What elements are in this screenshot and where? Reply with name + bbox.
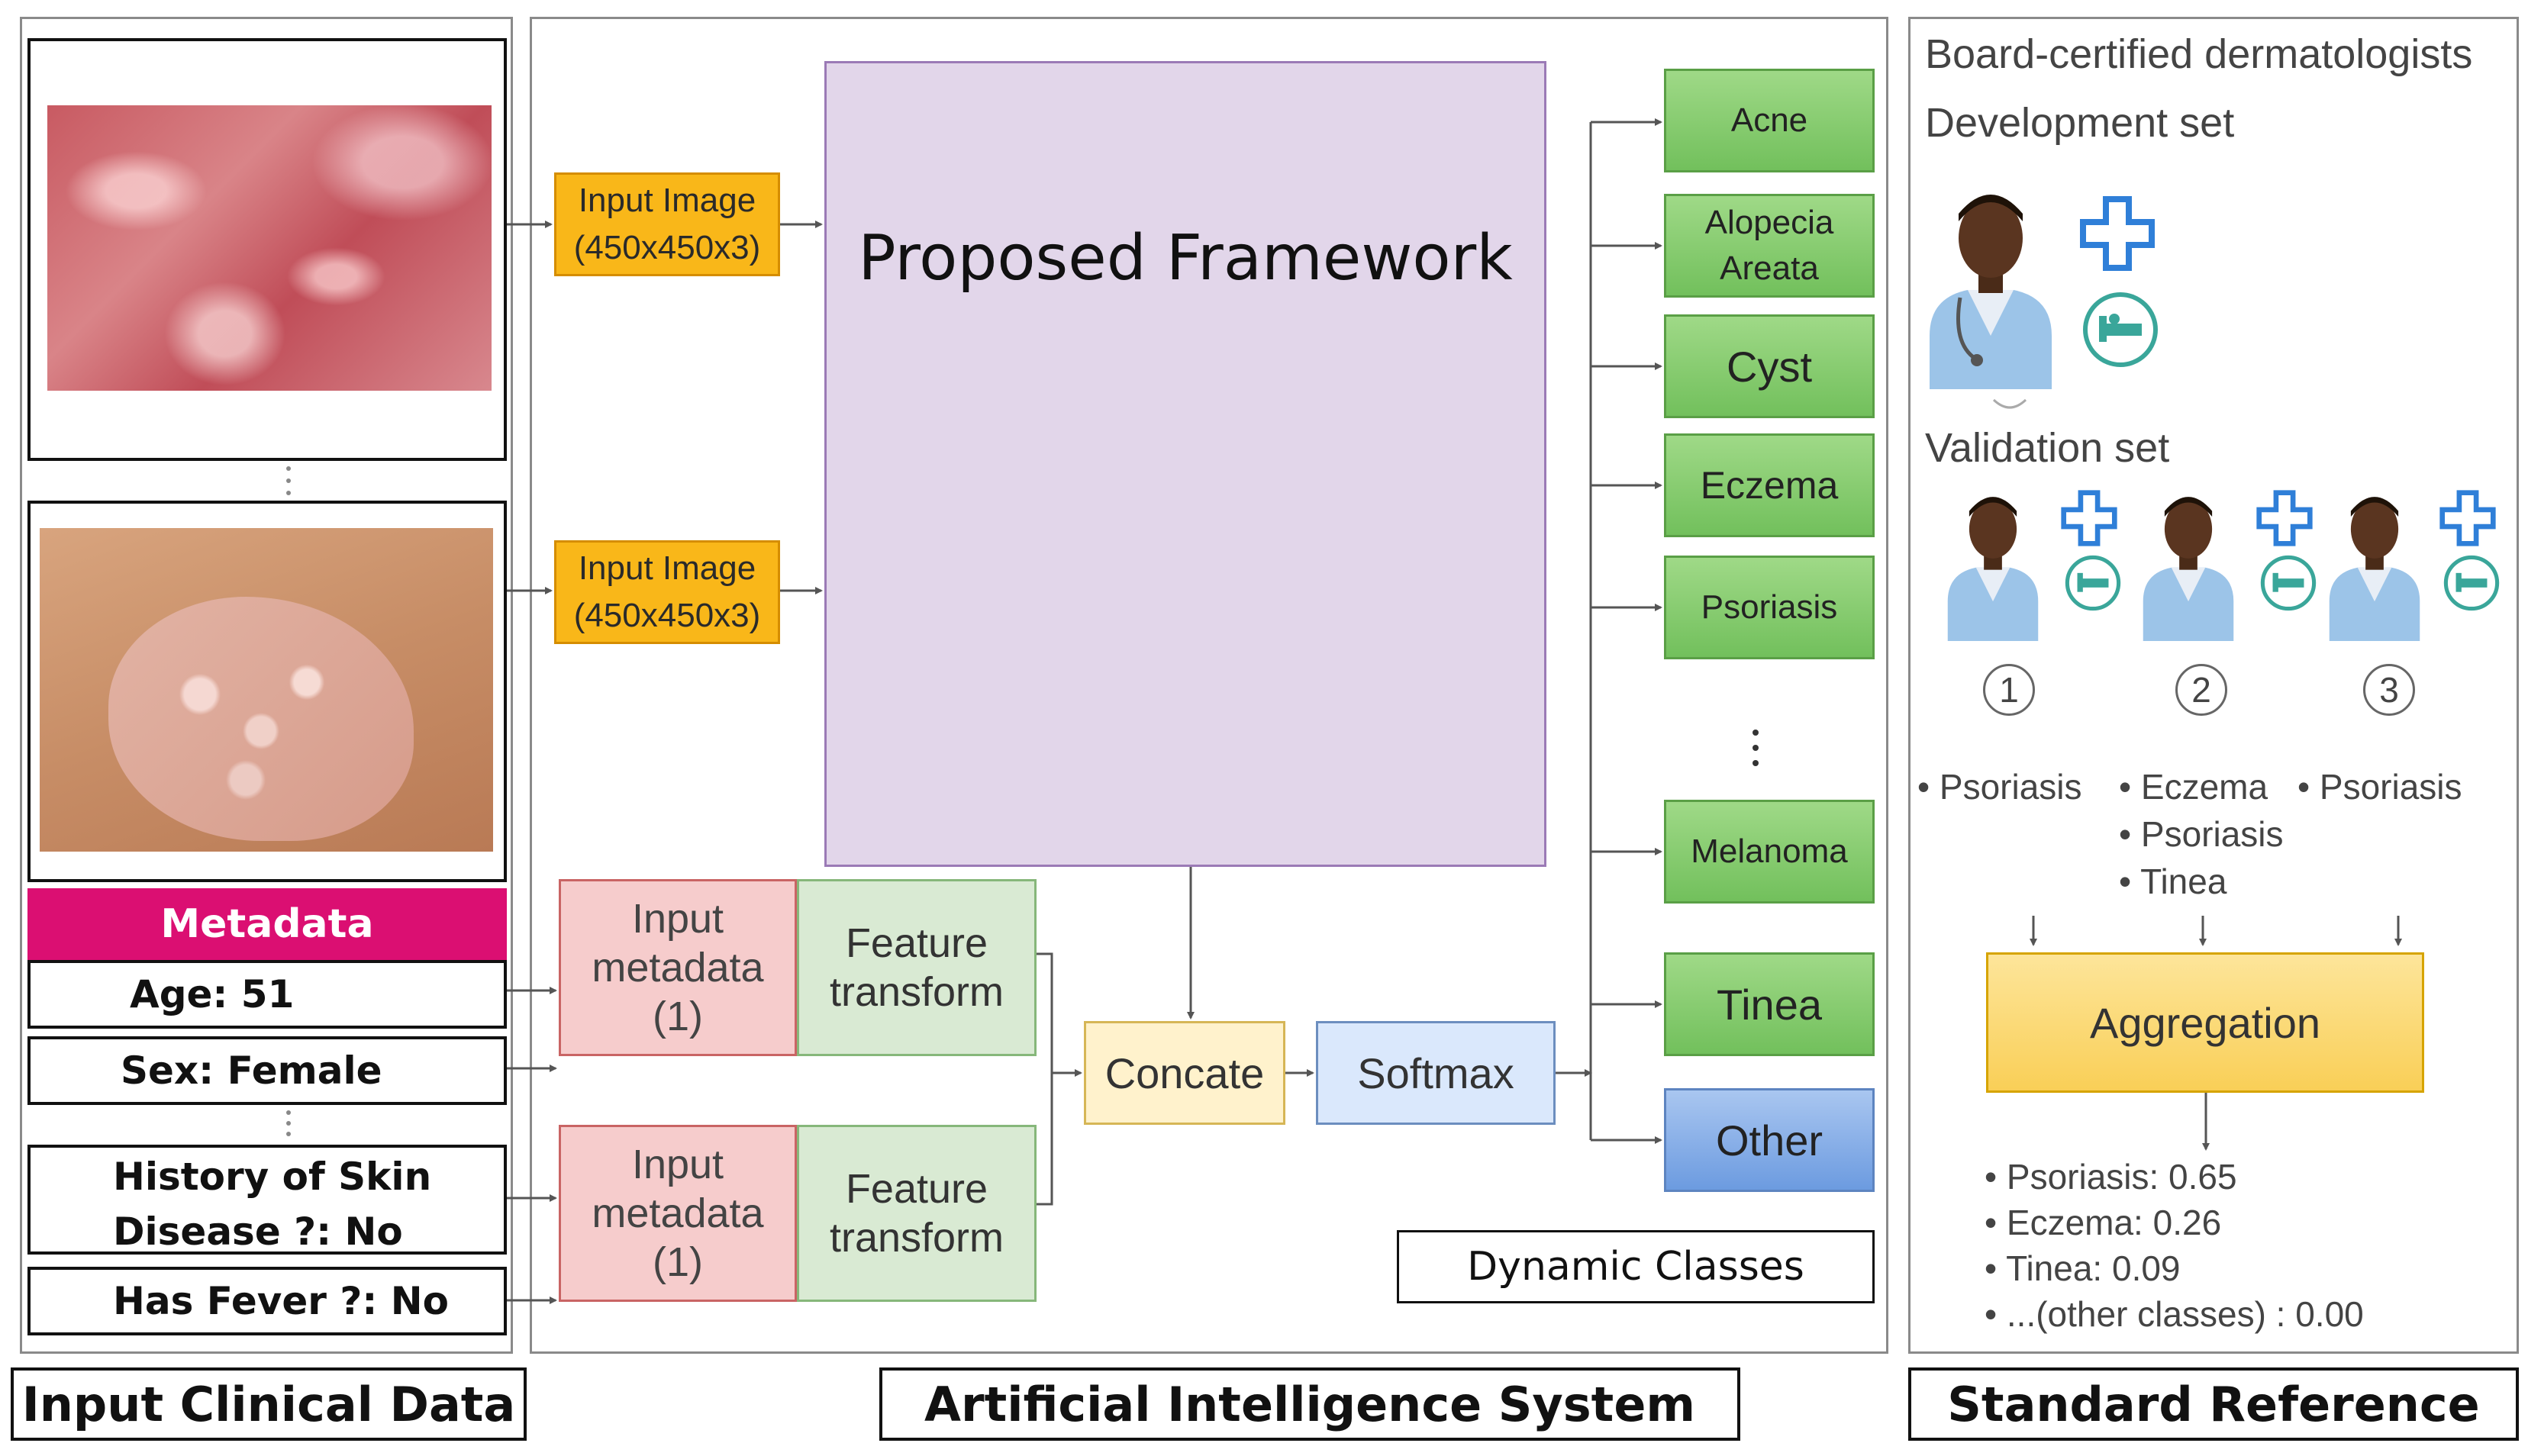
development-set-label: Development set: [1925, 100, 2235, 146]
input-metadata-box-1: Input metadata (1): [559, 879, 797, 1056]
class-box-other: Other: [1664, 1088, 1875, 1192]
class-box-eczema: Eczema: [1664, 433, 1875, 537]
fever-field: Has Fever ?: No: [27, 1267, 507, 1335]
hospital-bed-icon: [2260, 555, 2317, 611]
vertical-ellipsis-icon: [1753, 730, 1759, 766]
class-box-tinea: Tinea: [1664, 952, 1875, 1056]
class-box-cyst: Cyst: [1664, 314, 1875, 418]
section-label-input: Input Clinical Data: [11, 1367, 527, 1441]
validation-set-label: Validation set: [1925, 425, 2170, 471]
doctor-icon: [2143, 497, 2234, 641]
skin-lesion-image-2: [40, 528, 493, 852]
metadata-header: Metadata: [27, 888, 507, 960]
class-box-acne: Acne: [1664, 69, 1875, 172]
proposed-framework-box: Proposed Framework: [824, 61, 1546, 867]
class-box-alopecia-areata: Alopecia Areata: [1664, 194, 1875, 298]
history-line-1: History of Skin: [113, 1155, 432, 1199]
reference-title: Board-certified dermatologists: [1925, 31, 2473, 77]
hospital-bed-icon: [2443, 555, 2500, 611]
dermatologist-2-labels: • Eczema • Psoriasis • Tinea: [2119, 763, 2284, 905]
doctor-icon: [1947, 497, 2039, 641]
input-image-label: Input Image: [578, 549, 756, 587]
doctor-icon: [2329, 497, 2420, 641]
proposed-framework-title: Proposed Framework: [858, 221, 1513, 295]
vertical-ellipsis-icon: [286, 466, 291, 495]
label-item: • Psoriasis: [2297, 767, 2462, 807]
section-label-ai: Artificial Intelligence System: [879, 1367, 1740, 1441]
medical-cross-icon: [2061, 490, 2117, 546]
dermatologist-number-3: 3: [2363, 664, 2415, 716]
vertical-ellipsis-icon: [286, 1110, 291, 1136]
dermatologist-1-labels: • Psoriasis: [1917, 763, 2082, 810]
input-metadata-line-2: metadata: [592, 1190, 764, 1236]
alopecia-line-1: Alopecia: [1704, 204, 1834, 241]
dermatologist-number-2: 2: [2175, 664, 2227, 716]
input-metadata-line-3: (1): [653, 994, 703, 1039]
label-item: • Eczema: [2119, 767, 2268, 807]
class-box-psoriasis: Psoriasis: [1664, 556, 1875, 659]
label-item: • Tinea: [2119, 862, 2227, 901]
result-item: • Tinea: 0.09: [1985, 1248, 2181, 1288]
doctor-icon: [1930, 195, 2052, 389]
feature-transform-line-2: transform: [829, 969, 1004, 1015]
feature-transform-line-1: Feature: [845, 1166, 988, 1212]
input-image-box-2: Input Image (450x450x3): [554, 540, 780, 644]
section-label-reference: Standard Reference: [1908, 1367, 2519, 1441]
input-metadata-line-2: metadata: [592, 945, 764, 991]
feature-transform-box-1: Feature transform: [797, 879, 1037, 1056]
medical-cross-icon: [2439, 490, 2496, 546]
input-image-size: (450x450x3): [573, 597, 761, 634]
input-image-box-1: Input Image (450x450x3): [554, 172, 780, 276]
feature-transform-line-1: Feature: [845, 920, 988, 966]
feature-transform-line-2: transform: [829, 1215, 1004, 1261]
input-metadata-box-2: Input metadata (1): [559, 1125, 797, 1302]
dermatologist-3-labels: • Psoriasis: [2297, 763, 2462, 810]
softmax-box: Softmax: [1316, 1021, 1556, 1125]
class-box-melanoma: Melanoma: [1664, 800, 1875, 904]
feature-transform-box-2: Feature transform: [797, 1125, 1037, 1302]
input-metadata-line-1: Input: [631, 896, 724, 942]
age-field: Age: 51: [27, 960, 507, 1029]
dermatologist-number-1: 1: [1983, 664, 2035, 716]
input-metadata-line-3: (1): [653, 1239, 703, 1285]
aggregation-box: Aggregation: [1986, 952, 2424, 1093]
input-image-size: (450x450x3): [573, 229, 761, 266]
hospital-bed-icon: [2083, 292, 2158, 367]
result-item: • Psoriasis: 0.65: [1985, 1157, 2237, 1197]
label-item: • Psoriasis: [1917, 767, 2082, 807]
input-metadata-line-1: Input: [631, 1142, 724, 1187]
hospital-bed-icon: [2065, 555, 2121, 611]
dynamic-classes-label: Dynamic Classes: [1397, 1230, 1875, 1303]
sex-field: Sex: Female: [27, 1036, 507, 1105]
history-line-2: Disease ?: No: [113, 1210, 403, 1254]
medical-cross-icon: [2256, 490, 2313, 546]
chevron-down-icon: [1992, 398, 2027, 409]
medical-cross-icon: [2080, 196, 2155, 271]
alopecia-line-2: Areata: [1720, 250, 1819, 287]
result-item: • Eczema: 0.26: [1985, 1203, 2222, 1242]
input-image-label: Input Image: [578, 182, 756, 219]
result-item: • ...(other classes) : 0.00: [1985, 1294, 2364, 1334]
skin-lesion-image-1: [47, 105, 492, 391]
label-item: • Psoriasis: [2119, 814, 2284, 854]
aggregated-results: • Psoriasis: 0.65 • Eczema: 0.26 • Tinea…: [1985, 1154, 2364, 1337]
history-field: History of Skin Disease ?: No: [27, 1145, 507, 1255]
concate-box: Concate: [1084, 1021, 1285, 1125]
